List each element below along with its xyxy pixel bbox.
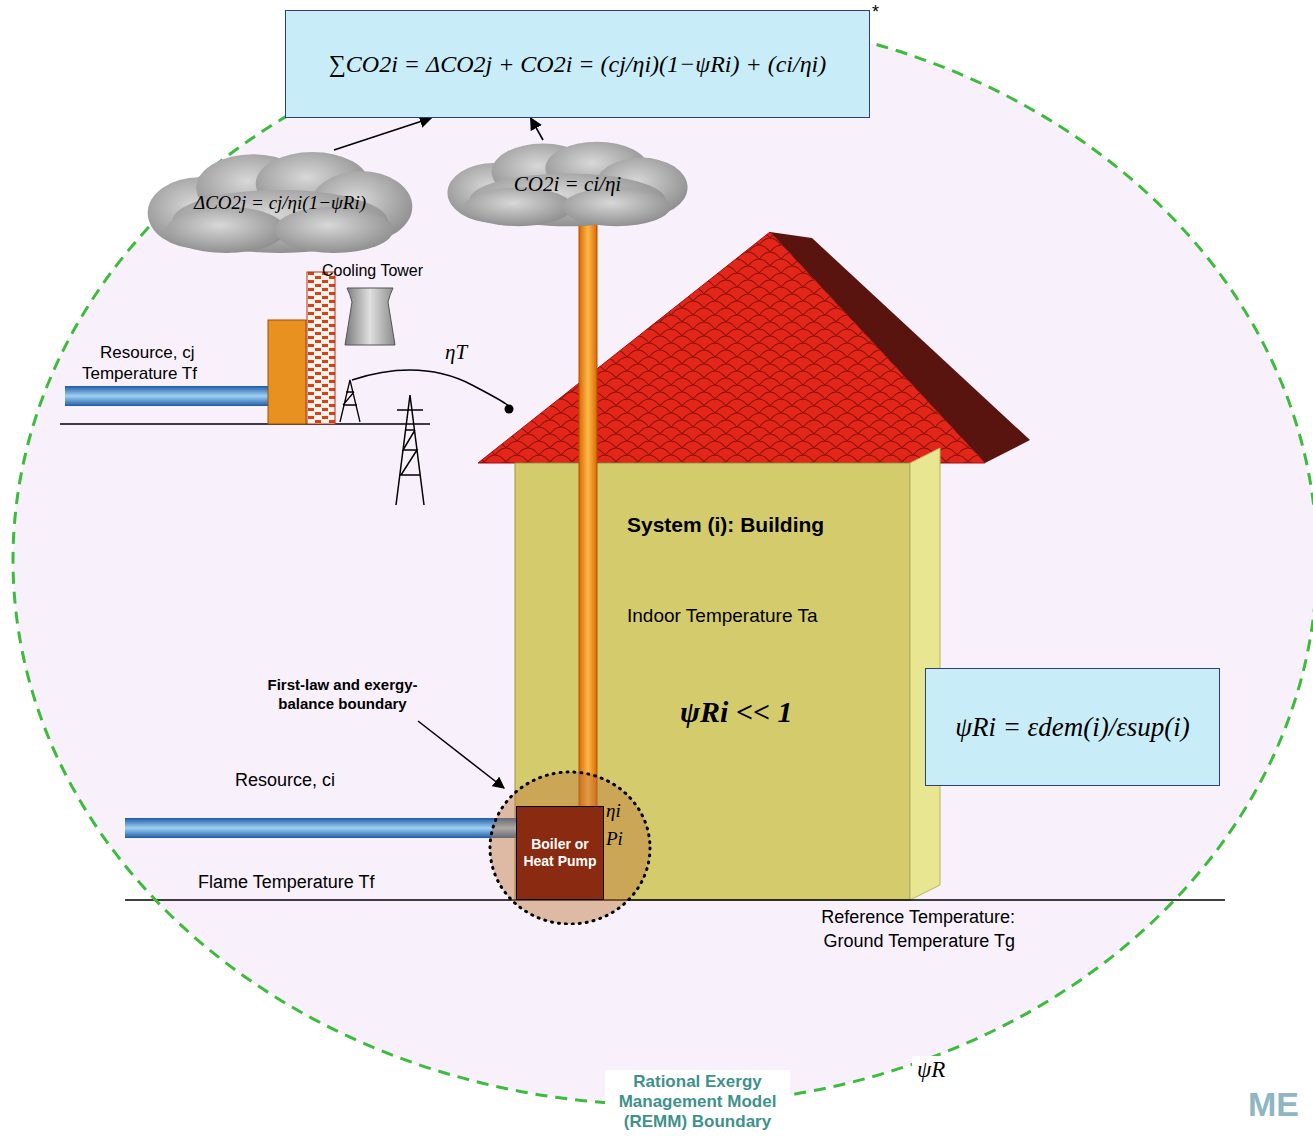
emission-cloud: CO2i = ci/ηi: [445, 140, 690, 228]
ground-line: [60, 423, 430, 425]
cloud-formula: CO2i = ci/ηi: [514, 172, 621, 197]
boiler-box: Boiler or Heat Pump: [516, 806, 604, 900]
emission-arrow: [531, 118, 543, 140]
reference-temperature: Reference Temperature: Ground Temperatur…: [795, 905, 1015, 953]
resource-label: Resource, ci: [235, 770, 335, 791]
formula-box: ∑CO2i = ΔCO2j + CO2i = (cj/ηi)(1−ψRi) + …: [285, 10, 870, 118]
building-wall: [515, 463, 910, 900]
remm-dashed-boundary: [13, 15, 1313, 1105]
power-plant: [268, 320, 306, 424]
cloud-puff: [167, 207, 286, 253]
ratio-box: ψRi = εdem(i)/εsup(i): [925, 668, 1220, 786]
boundary-label: Rational Exergy Management Model (REMM) …: [605, 1070, 790, 1134]
dotted-boundary: [490, 772, 650, 924]
boiler-flue: [579, 222, 597, 808]
ratio-symbol: ψR: [912, 1056, 950, 1084]
co2-formula: ∑CO2i = ΔCO2j + CO2i = (cj/ηi)(1−ψRi) + …: [329, 51, 827, 78]
watermark: ME: [1248, 1085, 1299, 1124]
lattice-tower: [340, 380, 360, 422]
temperature-label: Temperature Tf: [82, 364, 197, 384]
power-symbol: Pi: [606, 828, 623, 850]
transmission-tower: [396, 395, 424, 505]
indoor-temperature: Indoor Temperature Ta: [627, 605, 817, 627]
footnote-mark: *: [872, 2, 879, 23]
resource-pipe: [125, 818, 520, 838]
emission-cloud: ΔCO2j = cj/ηi(1−ψRi): [145, 150, 415, 255]
efficiency-symbol: ηT: [445, 340, 467, 365]
emission-arrow: [334, 118, 431, 150]
ratio-formula: ψRi = εdem(i)/εsup(i): [955, 712, 1190, 743]
cloud-puff: [275, 207, 394, 253]
resource-pipe: [65, 386, 270, 406]
cooling-tower: [345, 288, 395, 345]
temperature-label: Flame Temperature Tf: [198, 872, 374, 893]
ground-line: [125, 899, 1225, 901]
power-connection: [505, 405, 514, 414]
exergy-ratio-note: ψRi << 1: [680, 695, 793, 729]
efficiency-symbol: ηi: [606, 800, 621, 822]
roof: [478, 232, 985, 463]
part-label: Cooling Tower: [322, 262, 423, 280]
leader-arrow: [418, 721, 504, 788]
cloud-formula: ΔCO2j = cj/ηi(1−ψRi): [194, 192, 366, 214]
boiler-label: Boiler or Heat Pump: [521, 836, 599, 870]
boundary-heading: First-law and exergy-balance boundary: [240, 675, 445, 713]
power-line: [352, 370, 511, 408]
resource-label: Resource, cj: [100, 343, 194, 363]
building-title: System (i): Building: [627, 513, 824, 537]
remm-region-fill: [13, 15, 1313, 1105]
plant-chimney: [307, 272, 335, 424]
